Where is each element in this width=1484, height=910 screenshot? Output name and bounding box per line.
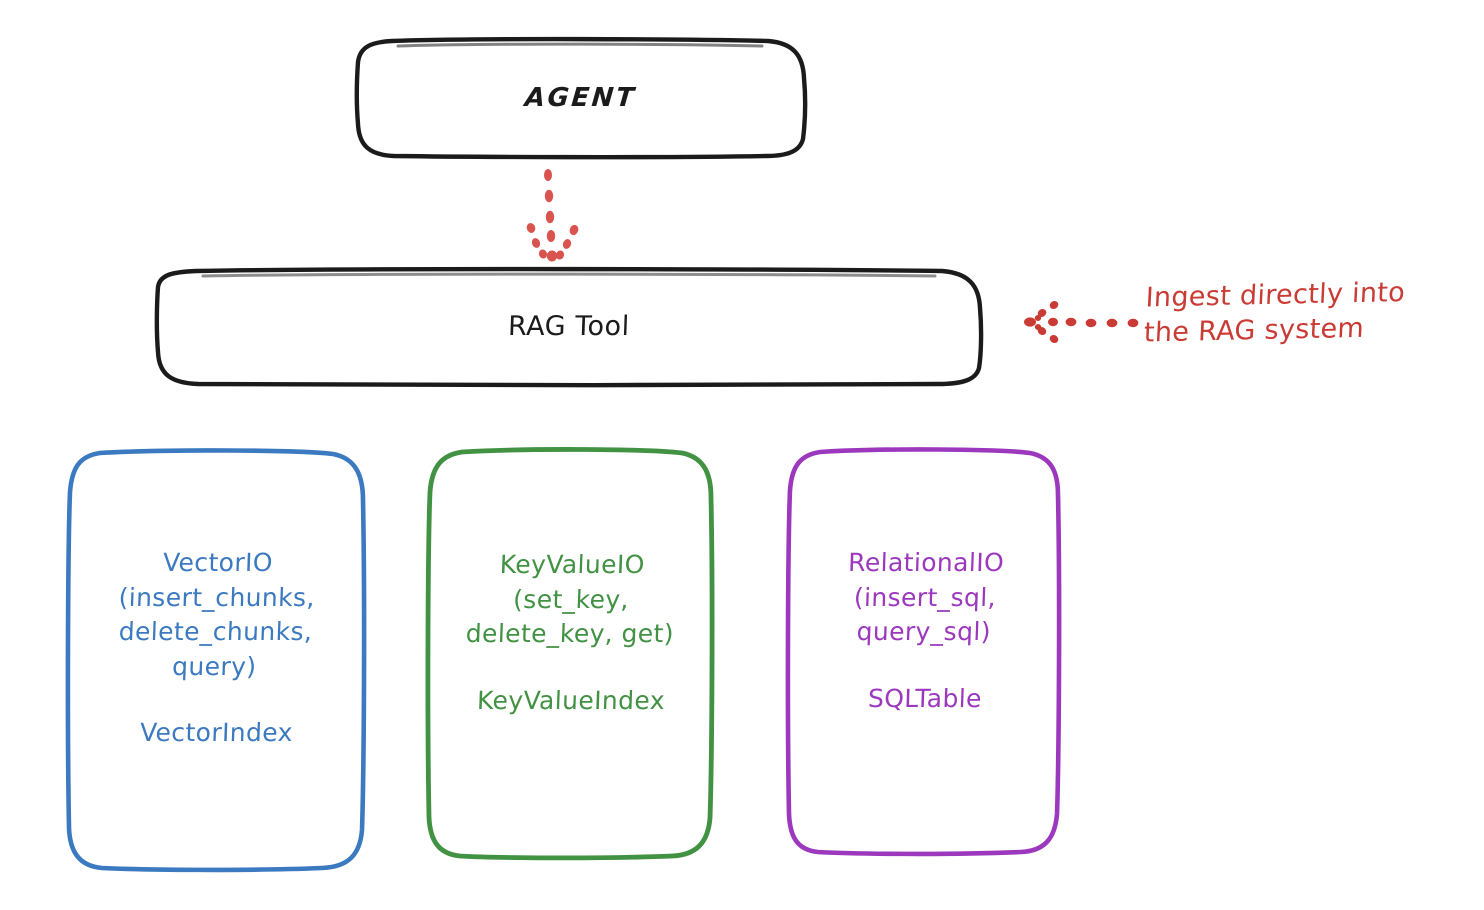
- agent-label: AGENT: [524, 82, 638, 113]
- key-value-io-node: KeyValueIO (set_key, delete_key, get) Ke…: [430, 450, 712, 857]
- rag-tool-node: RAG Tool: [157, 270, 980, 383]
- relational-io-node: RelationalIO (insert_sql, query_sql) SQL…: [790, 450, 1060, 853]
- agent-box-outline: [354, 36, 808, 160]
- vector-index-label: VectorIndex: [139, 717, 293, 747]
- rag-tool-box-outline: [154, 266, 984, 388]
- key-value-io-interface-label: KeyValueIO (set_key, delete_key, get): [465, 550, 675, 649]
- key-value-io-box-outline: [425, 447, 715, 861]
- agent-to-rag-arrow: [526, 169, 579, 262]
- sql-table-label: SQLTable: [867, 683, 983, 713]
- ingest-pointer-arrow: [1024, 301, 1139, 343]
- rag-tool-label: RAG Tool: [507, 311, 630, 342]
- ingest-annotation-text: Ingest directly into the RAG system: [1143, 277, 1406, 348]
- vector-io-interface-label: VectorIO (insert_chunks, delete_chunks, …: [117, 547, 316, 681]
- vector-io-box-outline: [65, 448, 367, 873]
- vector-io-node: VectorIO (insert_chunks, delete_chunks, …: [68, 450, 364, 870]
- relational-io-box-outline: [785, 447, 1062, 857]
- relational-io-interface-label: RelationalIO (insert_sql, query_sql): [847, 548, 1005, 647]
- agent-node: AGENT: [357, 40, 805, 155]
- key-value-index-label: KeyValueIndex: [476, 685, 666, 715]
